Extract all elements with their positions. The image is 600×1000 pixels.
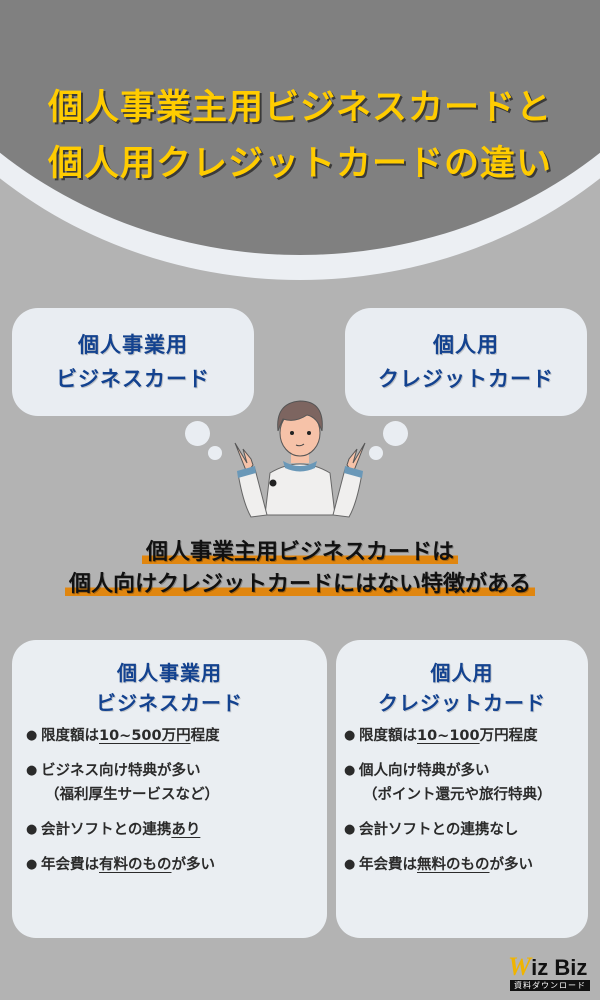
card-title: 個人事業用 ビジネスカード [12, 658, 327, 718]
thought-dot [369, 446, 383, 460]
document-download-label: 資料ダウンロード [510, 980, 590, 991]
feature-item-limit: 限度額は10~100万円程度 [344, 724, 588, 748]
thought-dot [185, 421, 210, 446]
highlight-text-1: 個人事業主用ビジネスカードは [141, 540, 458, 565]
page-title: 個人事業主用ビジネスカードと 個人用クレジットカードの違い [0, 80, 600, 192]
bubble-left-line-1: 個人事業用 [78, 333, 188, 357]
shrugging-person-icon [234, 400, 366, 518]
header-background [0, 0, 600, 255]
feature-item-benefits: 個人向け特典が多い（ポイント還元や旅行特典） [344, 759, 588, 807]
bubble-right-line-1: 個人用 [433, 333, 499, 357]
thought-dot [383, 421, 408, 446]
card-title-line-1: 個人用 [430, 661, 494, 685]
card-title: 個人用 クレジットカード [336, 658, 588, 718]
highlight-line-1: 個人事業主用ビジネスカードは [0, 534, 600, 566]
business-card-panel: 個人事業用 ビジネスカード 限度額は10~500万円程度 ビジネス向け特典が多い… [12, 640, 327, 938]
speech-bubble-credit-card: 個人用 クレジットカード [345, 308, 587, 416]
thought-dot [208, 446, 222, 460]
bubble-left-line-2: ビジネスカード [56, 367, 210, 391]
card-title-line-2: クレジットカード [378, 691, 546, 715]
personal-card-panel: 個人用 クレジットカード 限度額は10~100万円程度 個人向け特典が多い（ポイ… [336, 640, 588, 938]
title-line-2: 個人用クレジットカードの違い [47, 144, 552, 184]
bubble-right-line-2: クレジットカード [378, 367, 554, 391]
feature-item-annual-fee: 年会費は無料のものが多い [344, 853, 588, 877]
highlight-line-2: 個人向けクレジットカードにはない特徴がある [0, 566, 600, 598]
logo-wordmark: Wiz Biz [508, 952, 588, 981]
feature-item-accounting: 会計ソフトとの連携あり [26, 818, 327, 842]
feature-item-accounting: 会計ソフトとの連携なし [344, 818, 588, 842]
feature-list: 限度額は10~100万円程度 個人向け特典が多い（ポイント還元や旅行特典） 会計… [336, 724, 588, 877]
title-line-1: 個人事業主用ビジネスカードと [47, 88, 552, 128]
feature-item-annual-fee: 年会費は有料のものが多い [26, 853, 327, 877]
speech-bubble-business-card: 個人事業用 ビジネスカード [12, 308, 254, 416]
feature-list: 限度額は10~500万円程度 ビジネス向け特典が多い（福利厚生サービスなど） 会… [12, 724, 327, 877]
card-title-line-2: ビジネスカード [96, 691, 243, 715]
feature-item-benefits: ビジネス向け特典が多い（福利厚生サービスなど） [26, 759, 327, 807]
wizbiz-logo[interactable]: Wiz Biz 資料ダウンロード [508, 952, 596, 995]
feature-item-limit: 限度額は10~500万円程度 [26, 724, 327, 748]
card-title-line-1: 個人事業用 [117, 661, 222, 685]
highlight-text-2: 個人向けクレジットカードにはない特徴がある [64, 572, 535, 597]
